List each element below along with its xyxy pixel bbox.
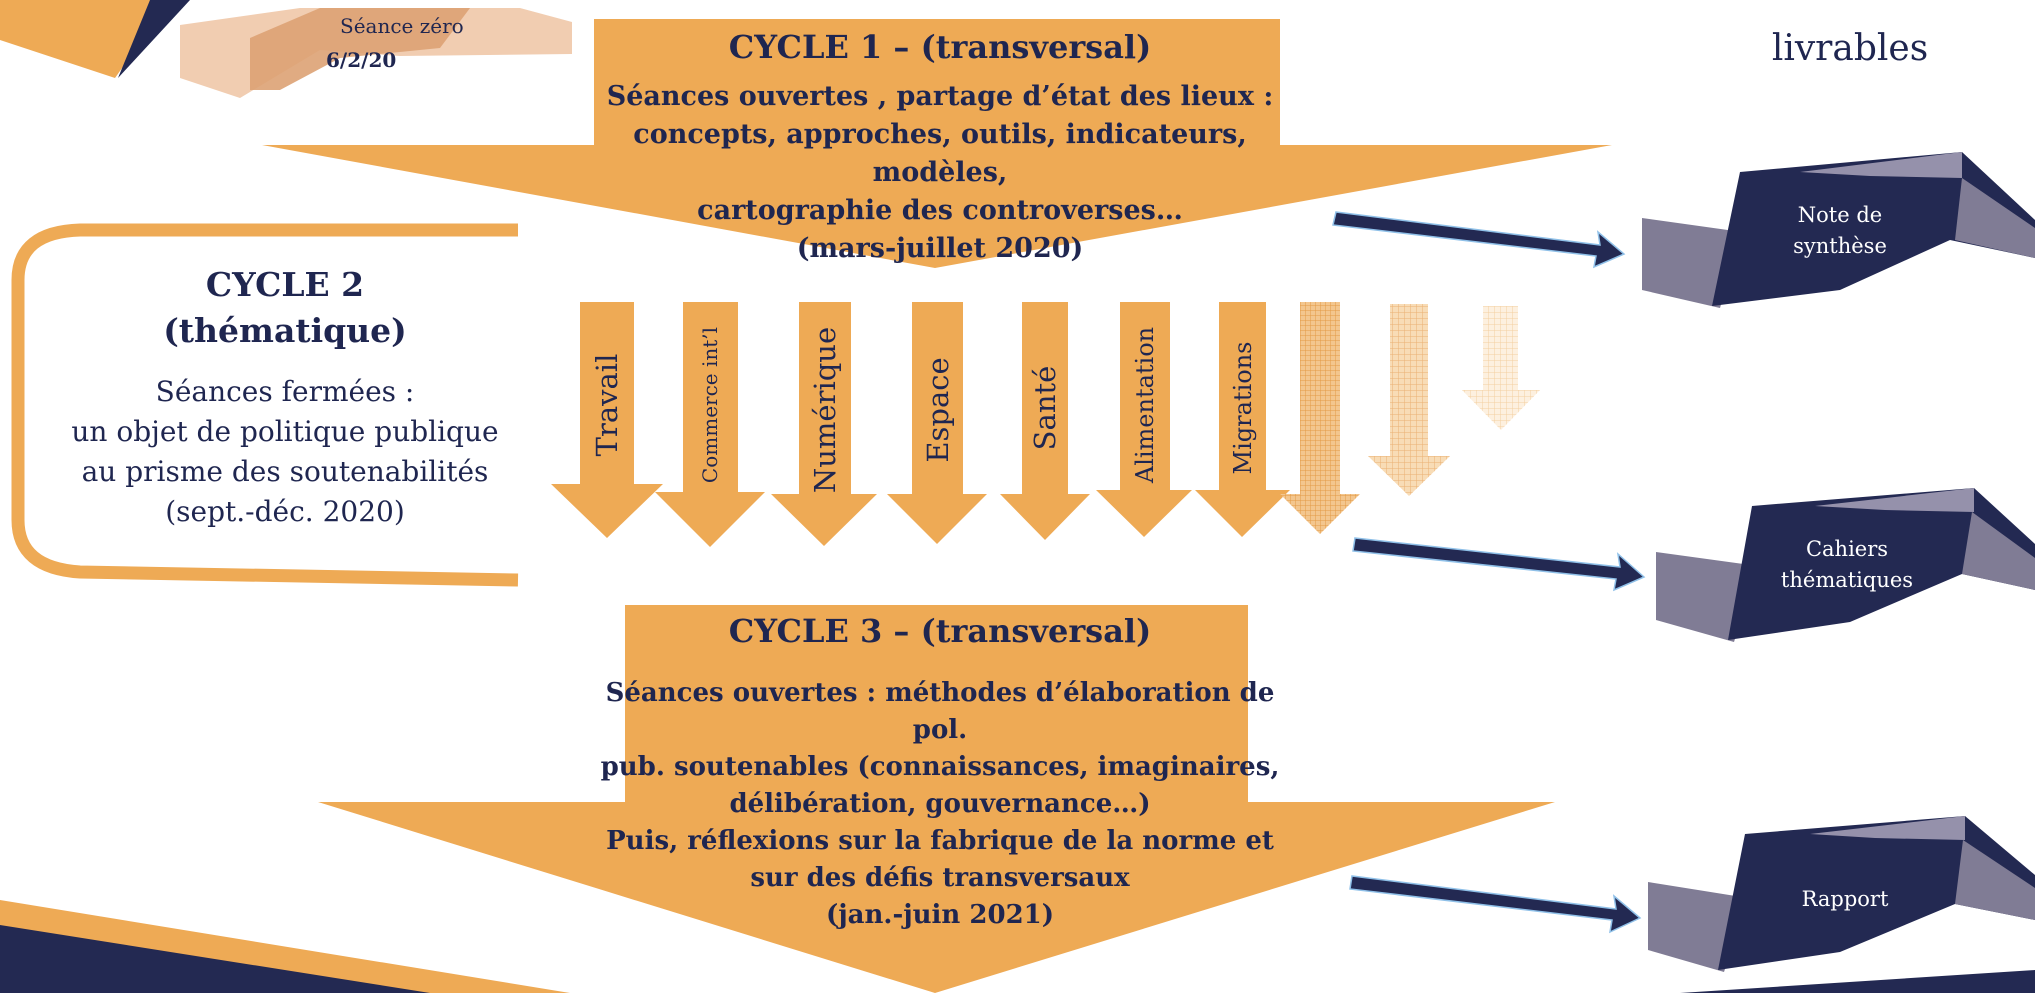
deliverable-label: Cahiers [1805,537,1889,561]
theme-arrows [551,302,1540,547]
connector-arrow-1 [1332,211,1626,269]
cycle3-line: délibération, gouvernance…) [729,789,1151,819]
connector-arrows [1332,211,1646,934]
deliverable-label: Note de [1797,203,1883,227]
cycle1-line: cartographie des controverses… [697,195,1183,226]
bottom-left-decoration [0,900,570,993]
seance-zero-badge [180,8,572,98]
cycle2-line: Séances fermées : [155,375,415,408]
deliverable-rapport: Rapport [1760,884,1930,915]
seance-zero-date: 6/2/20 [326,48,397,72]
bottom-right-decoration [1680,970,2035,993]
theme-arrow-migrations [1195,302,1290,537]
cycle1-dates: (mars-juillet 2020) [796,233,1084,264]
cycle2-bracket [11,223,519,587]
cycle1-arrow [262,19,1612,268]
connector-arrow-3 [1349,875,1642,934]
deliverable-note-synthese: Note de synthèse [1755,200,1925,262]
cycle3-arrow [318,605,1555,993]
top-left-decoration [0,0,190,78]
theme-arrow-alimentation [1096,302,1192,537]
cycle1-title: CYCLE 1 – (transversal) [728,28,1152,66]
cycle3-line: Puis, réflexions sur la fabrique de la n… [606,826,1274,856]
cycle2-line: un objet de politique publique [71,415,499,448]
cycle3-line: sur des défis transversaux [750,863,1130,893]
theme-label-travail: Travail [590,353,624,457]
cycle3-line: pub. soutenables (connaissances, imagina… [600,752,1280,782]
cycle3-title: CYCLE 3 – (transversal) [728,612,1152,650]
connector-arrow-2 [1352,537,1646,592]
deliverable-label: Rapport [1801,887,1889,911]
deliverable-label: synthèse [1793,234,1887,258]
cycle3-dates: (jan.-juin 2021) [825,900,1055,930]
cycle2-description: Séances fermées : un objet de politique … [60,372,510,532]
theme-arrow-sante [1000,302,1090,540]
theme-arrow-espace [887,302,987,544]
theme-label-migrations: Migrations [1229,341,1257,475]
theme-label-commerce: Commerce int’l [698,326,722,484]
deliverable-shape-3 [1648,816,2035,972]
theme-label-sante: Santé [1028,365,1062,451]
cycle2-subtitle: (thématique) [163,311,407,350]
theme-label-espace: Espace [921,357,955,463]
cycle2-title-line: CYCLE 2 [205,265,365,304]
theme-arrow-commerce [655,302,765,547]
cycle2-title: CYCLE 2 (thématique) [110,262,460,354]
livrables-heading: livrables [1771,28,1929,69]
cycle3-line: Séances ouvertes : méthodes d’élaboratio… [605,678,1275,745]
deliverable-label: thématiques [1780,568,1914,592]
theme-arrow-travail [551,302,663,538]
cycle3-description: Séances ouvertes : méthodes d’élaboratio… [580,675,1300,934]
cycle2-dates: (sept.-déc. 2020) [165,495,405,528]
cycle1-line: concepts, approches, outils, indicateurs… [633,119,1247,188]
theme-arrow-extra-3 [1462,306,1540,430]
seance-zero-label: Séance zéro [340,14,464,38]
deliverable-shape-2 [1656,488,2035,642]
theme-arrow-extra-1 [1280,302,1360,534]
cycle1-description: Séances ouvertes , partage d’état des li… [570,78,1310,268]
deliverable-shape-1 [1642,152,2035,308]
cycle2-line: au prisme des soutenabilités [81,455,489,488]
theme-arrow-extra-2 [1368,304,1450,496]
theme-label-alimentation: Alimentation [1131,326,1159,484]
cycle1-line: Séances ouvertes , partage d’état des li… [606,81,1274,112]
deliverable-cahiers-thematiques: Cahiers thématiques [1762,534,1932,596]
theme-label-numerique: Numérique [808,326,842,494]
theme-arrow-numerique [771,302,877,546]
